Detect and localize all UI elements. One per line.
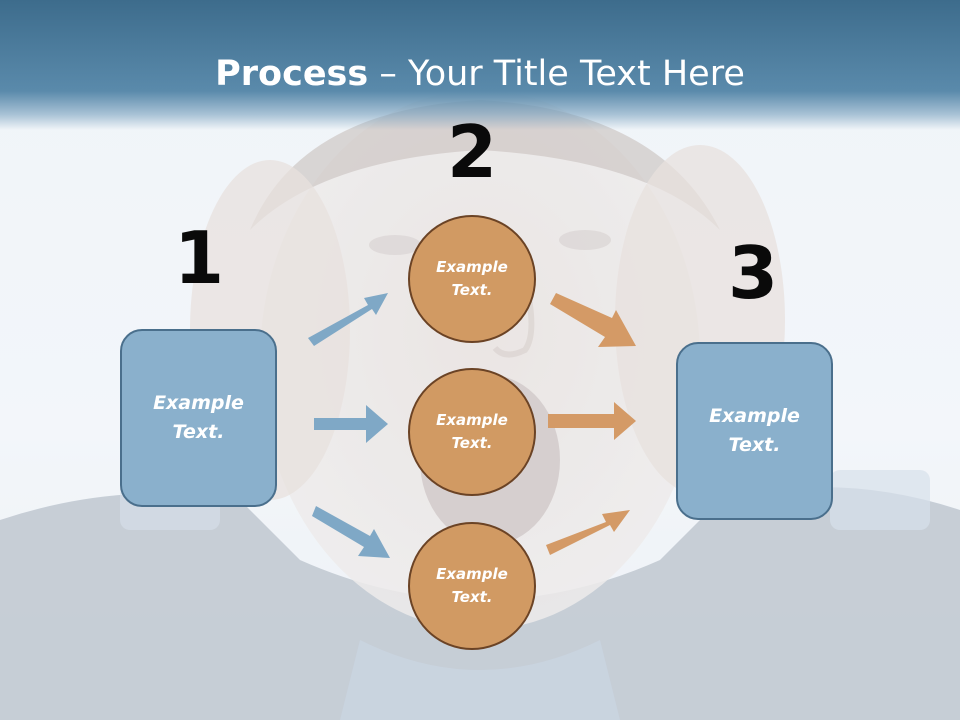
blue-arrow-up — [308, 293, 388, 346]
circle-bottom-text: Example Text. — [436, 565, 508, 606]
circle-middle: Example Text. — [408, 368, 536, 496]
circle-middle-text: Example Text. — [436, 411, 508, 452]
step-number-3: 3 — [727, 231, 779, 315]
right-box-text: Example Text. — [709, 405, 800, 456]
step-number-1: 1 — [173, 216, 225, 300]
orange-arrow-right — [548, 402, 636, 440]
right-box: Example Text. — [676, 342, 833, 520]
circle-top: Example Text. — [408, 215, 536, 343]
orange-arrow-up — [546, 510, 630, 555]
title-rest: – Your Title Text Here — [368, 54, 745, 94]
blue-arrow-down — [312, 506, 390, 558]
circle-top-text: Example Text. — [436, 258, 508, 299]
step-number-2: 2 — [446, 110, 498, 194]
slide-title: Process – Your Title Text Here — [0, 52, 960, 96]
circle-bottom: Example Text. — [408, 522, 536, 650]
title-band — [0, 0, 960, 130]
blue-arrow-right — [314, 405, 388, 443]
left-box: Example Text. — [120, 329, 277, 507]
orange-arrow-down — [550, 293, 636, 347]
left-box-text: Example Text. — [153, 392, 244, 443]
title-bold: Process — [215, 54, 369, 94]
